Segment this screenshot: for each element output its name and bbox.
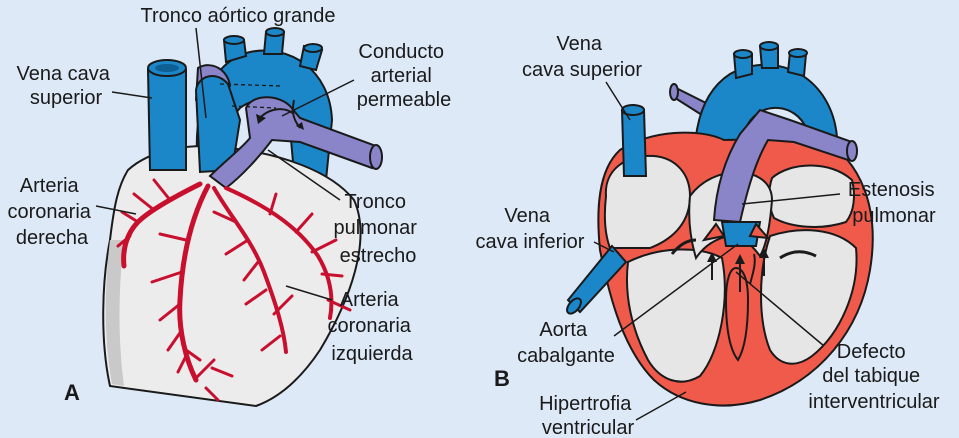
label-vena-cava-inferior-b: Vena cava inferior (476, 205, 585, 253)
label-coronaria-izquierda: Arteria coronaria izquierda (328, 289, 417, 365)
vena-cava-superior-a (148, 70, 186, 170)
label-tronco-pulmonar: Tronco pulmonar estrecho (334, 191, 423, 267)
label-tronco-aortico: Tronco aórtico grande (141, 5, 336, 27)
label-vena-cava-superior-b: Vena cava superior (522, 33, 642, 81)
pulmonary-end-a (370, 145, 382, 169)
panel-letter-b: B (494, 366, 510, 391)
label-conducto-arterial: Conducto arterial permeable (357, 41, 452, 111)
heart-body (103, 146, 360, 406)
vena-cava-superior-b (622, 110, 646, 176)
panel-letter-a: A (64, 380, 80, 405)
label-vena-cava-superior-a: Vena cava superior (17, 63, 116, 109)
label-coronaria-derecha: Arteria coronaria derecha (8, 175, 97, 249)
label-hipertrofia-ventricular: Hipertrofia ventricular (539, 393, 637, 438)
label-aorta-cabalgante: Aorta cabalgante (517, 319, 615, 367)
